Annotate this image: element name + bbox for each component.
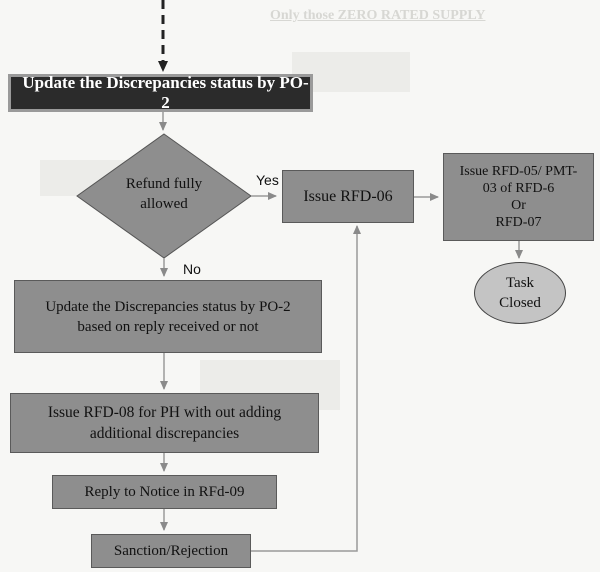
task-closed-line-2: Closed bbox=[499, 295, 541, 311]
issue-rfd05-box[interactable]: Issue RFD-05/ PMT- 03 of RFD-6 Or RFD-07 bbox=[443, 153, 594, 241]
issue-rfd05-line-2: 03 of RFD-6 bbox=[482, 181, 555, 196]
reply-rfd09-label: Reply to Notice in RFd-09 bbox=[84, 483, 245, 500]
issue-rfd06-label: Issue RFD-06 bbox=[303, 187, 393, 205]
task-closed-ellipse[interactable]: Task Closed bbox=[474, 262, 566, 324]
bleed-through-text: Only those ZERO RATED SUPPLY bbox=[270, 8, 486, 23]
refund-decision-label: Refund fully allowed bbox=[104, 174, 224, 214]
update-status-reply-line-1: Update the Discrepancies status by PO-2 bbox=[45, 298, 291, 315]
refund-decision-line-2: allowed bbox=[140, 196, 188, 212]
yes-label: Yes bbox=[256, 172, 279, 188]
issue-rfd08-line-2: additional discrepancies bbox=[89, 425, 240, 442]
sanction-rejection-label: Sanction/Rejection bbox=[113, 542, 229, 559]
issue-rfd08-box[interactable]: Issue RFD-08 for PH with out adding addi… bbox=[10, 393, 319, 453]
issue-rfd08-line-1: Issue RFD-08 for PH with out adding bbox=[47, 404, 282, 421]
issue-rfd05-line-4: RFD-07 bbox=[495, 215, 542, 230]
refund-decision-line-1: Refund fully bbox=[125, 176, 203, 192]
update-status-header-box[interactable]: Update the Discrepancies status by PO-2 bbox=[8, 73, 313, 112]
issue-rfd05-line-1: Issue RFD-05/ PMT- bbox=[459, 164, 578, 179]
issue-rfd05-line-3: Or bbox=[511, 198, 526, 213]
issue-rfd06-box[interactable]: Issue RFD-06 bbox=[282, 170, 414, 223]
reply-rfd09-box[interactable]: Reply to Notice in RFd-09 bbox=[52, 475, 277, 509]
sanction-rejection-box[interactable]: Sanction/Rejection bbox=[91, 534, 251, 568]
update-status-reply-line-2: based on reply received or not bbox=[77, 318, 259, 335]
connector-sanction-to-rfd06 bbox=[251, 225, 361, 552]
task-closed-line-1: Task bbox=[505, 275, 535, 291]
no-label: No bbox=[183, 261, 201, 277]
update-status-header-label: Update the Discrepancies status by PO-2 bbox=[22, 73, 309, 112]
update-status-reply-box[interactable]: Update the Discrepancies status by PO-2 … bbox=[14, 280, 322, 353]
